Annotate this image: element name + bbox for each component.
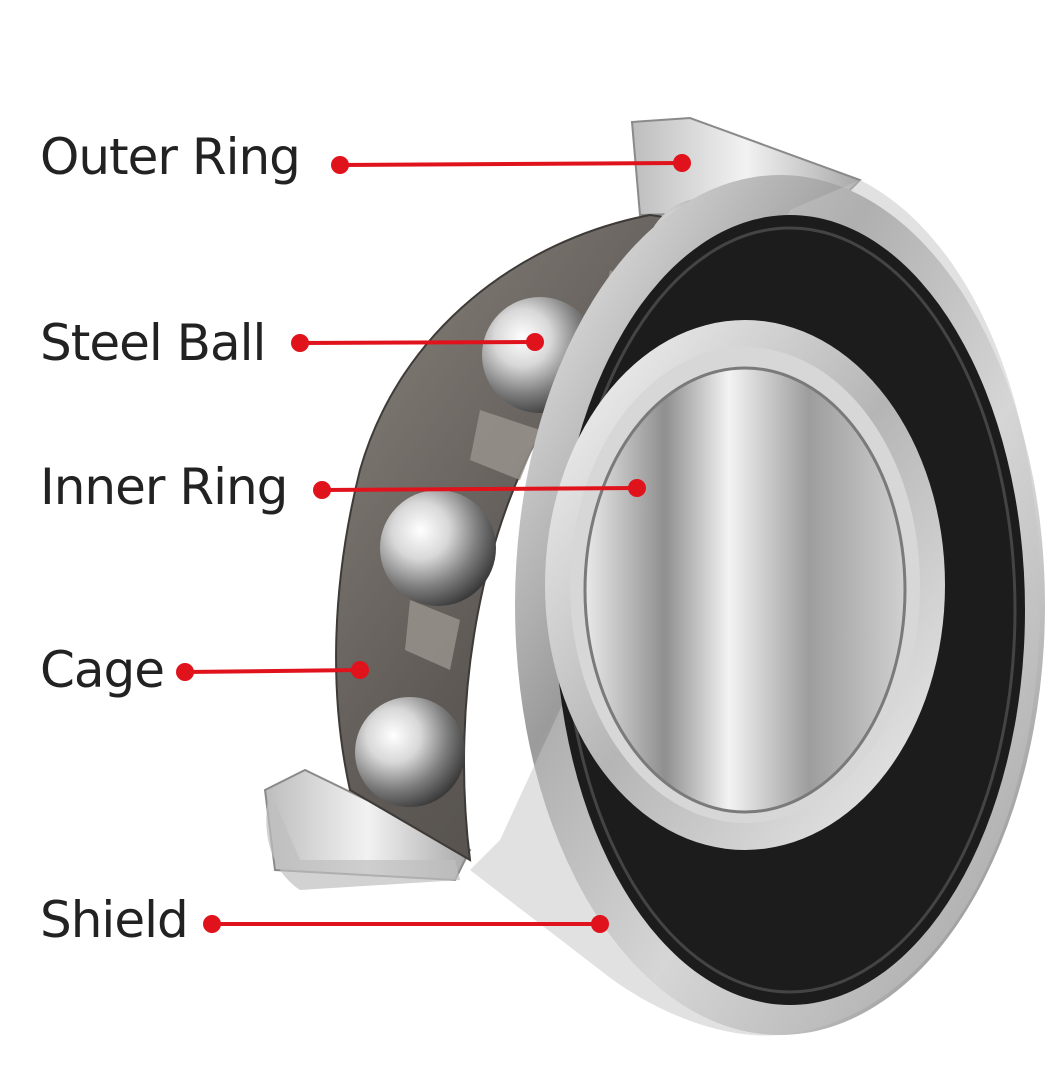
leader-inner-ring <box>313 479 646 499</box>
label-steel-ball: Steel Ball <box>40 314 266 372</box>
steel-ball <box>380 490 496 606</box>
leader-cage <box>176 661 369 681</box>
leader-shield <box>203 915 609 933</box>
inner-ring <box>545 320 945 850</box>
label-cage: Cage <box>40 641 165 699</box>
steel-ball <box>355 697 465 807</box>
leader-lines <box>176 154 691 933</box>
label-shield: Shield <box>40 891 189 949</box>
leader-steel-ball <box>291 333 544 352</box>
cage <box>335 213 791 862</box>
label-outer-ring: Outer Ring <box>40 128 301 186</box>
label-inner-ring: Inner Ring <box>40 458 288 516</box>
leader-outer-ring <box>331 154 691 174</box>
bore <box>585 368 905 812</box>
